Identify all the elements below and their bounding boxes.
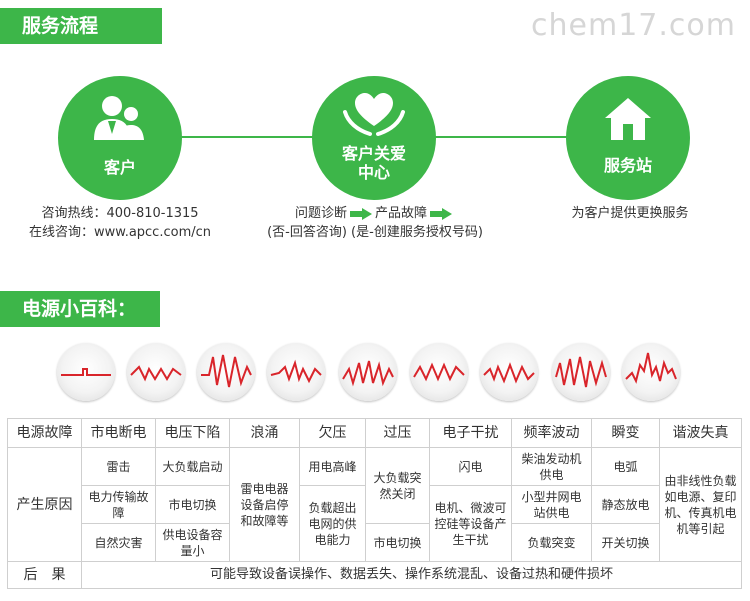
cause-cell-harmonic: 由非线性负载如电源、复印机、传真机电机等引起 xyxy=(659,447,742,562)
flow-step-fault: 产品故障 xyxy=(375,206,428,221)
header-blackout: 市电断电 xyxy=(81,418,156,448)
cause-cell: 自然灾害 xyxy=(81,523,156,562)
heart-hands-icon xyxy=(343,93,405,136)
right-arrow-icon xyxy=(430,207,453,220)
cause-cell: 电弧 xyxy=(591,447,660,486)
header-sag: 电压下陷 xyxy=(155,418,230,448)
step-care-center: 客户关爱 中心 xyxy=(312,76,436,200)
station-service-text: 为客户提供更换服务 xyxy=(571,206,689,221)
cause-cell: 市电切换 xyxy=(155,485,230,524)
cause-cell: 闪电 xyxy=(429,447,512,486)
care-note: (否-回答咨询) (是-创建服务授权号码) xyxy=(267,225,483,240)
result-cell: 可能导致设备误操作、数据丢失、操作系统混乱、设备过热和硬件损坏 xyxy=(81,561,742,589)
cause-cell-surge: 雷电电器设备启停和故障等 xyxy=(229,447,300,562)
row-label-result: 后 果 xyxy=(7,561,82,589)
step-care-center-label-2: 中心 xyxy=(357,163,390,182)
connector-line xyxy=(152,136,330,138)
table-row: 产生原因 雷击 大负载启动 雷电电器设备启停和故障等 用电高峰 大负载突然关闭 … xyxy=(7,447,742,562)
waveform-surge-icon xyxy=(197,343,255,401)
cause-cell: 供电设备容量小 xyxy=(155,523,230,562)
table-row: 自然灾害 供电设备容量小 市电切换 负载突变 开关切换 xyxy=(8,523,742,562)
table-row: 后 果 可能导致设备误操作、数据丢失、操作系统混乱、设备过热和硬件损坏 xyxy=(7,561,742,589)
customer-hotline: 咨询热线：400-810-1315 xyxy=(41,206,199,221)
section-title-service-flow: 服务流程 xyxy=(0,8,162,44)
cause-cell: 雷击 xyxy=(81,447,156,486)
table-row: 电力传输故障 市电切换 负载超出电网的供电能力 电机、微波可控硅等设备产生干扰 … xyxy=(8,485,742,562)
power-faults-table: 电源故障 市电断电 电压下陷 浪涌 欠压 过压 电子干扰 频率波动 瞬变 谐波失… xyxy=(7,418,742,589)
cause-cell: 电力传输故障 xyxy=(81,485,156,524)
step-customer: 客户 xyxy=(58,76,182,200)
cause-cell: 用电高峰 xyxy=(299,447,366,486)
header-transient: 瞬变 xyxy=(591,418,660,448)
step-customer-label: 客户 xyxy=(103,158,136,177)
waveform-noise-icon xyxy=(480,343,538,401)
step-service-station-label: 服务站 xyxy=(603,156,652,175)
waveform-spike-icon xyxy=(267,343,325,401)
cause-cell: 大负载启动 xyxy=(155,447,230,486)
header-undervoltage: 欠压 xyxy=(299,418,366,448)
step-service-station: 服务站 xyxy=(566,76,690,200)
waveform-frequency-icon xyxy=(552,343,610,401)
cause-cell: 柴油发动机供电 xyxy=(511,447,592,486)
house-icon xyxy=(605,98,651,140)
header-overvoltage: 过压 xyxy=(365,418,430,448)
header-harmonic: 谐波失真 xyxy=(659,418,742,448)
cause-cell: 开关切换 xyxy=(591,523,660,562)
section-title-power-encyclopedia: 电源小百科： xyxy=(0,291,160,327)
right-arrow-icon xyxy=(350,207,372,220)
waveform-sag-icon xyxy=(127,343,185,401)
waveform-overvoltage-icon xyxy=(410,343,468,401)
waveform-blackout-icon xyxy=(57,343,115,401)
cause-cell: 大负载突然关闭 xyxy=(365,447,430,524)
row-label-cause: 产生原因 xyxy=(7,447,82,562)
header-power-fault: 电源故障 xyxy=(7,418,82,448)
table-header-row: 电源故障 市电断电 电压下陷 浪涌 欠压 过压 电子干扰 频率波动 瞬变 谐波失… xyxy=(7,418,742,448)
cause-cell: 负载突变 xyxy=(511,523,592,562)
customers-icon xyxy=(94,96,144,140)
connector-line xyxy=(418,136,590,138)
cause-cell: 小型井网电站供电 xyxy=(511,485,592,524)
flow-step-diagnosis: 问题诊断 xyxy=(294,206,347,221)
step-care-center-label-1: 客户关爱 xyxy=(341,144,406,163)
cause-cell: 电机、微波可控硅等设备产生干扰 xyxy=(429,485,512,562)
header-noise: 电子干扰 xyxy=(429,418,512,448)
header-frequency: 频率波动 xyxy=(511,418,592,448)
customer-online: 在线咨询：www.apcc.com/cn xyxy=(28,225,211,240)
cause-cell: 负载超出电网的供电能力 xyxy=(299,485,366,562)
cause-cell: 市电切换 xyxy=(365,523,430,562)
care-flow: 问题诊断 产品故障 xyxy=(270,204,480,224)
header-surge: 浪涌 xyxy=(229,418,300,448)
watermark: chem17.com xyxy=(531,8,736,43)
waveform-transient-icon xyxy=(622,343,680,401)
waveform-undervoltage-icon xyxy=(339,343,397,401)
cause-cell: 静态放电 xyxy=(591,485,660,524)
